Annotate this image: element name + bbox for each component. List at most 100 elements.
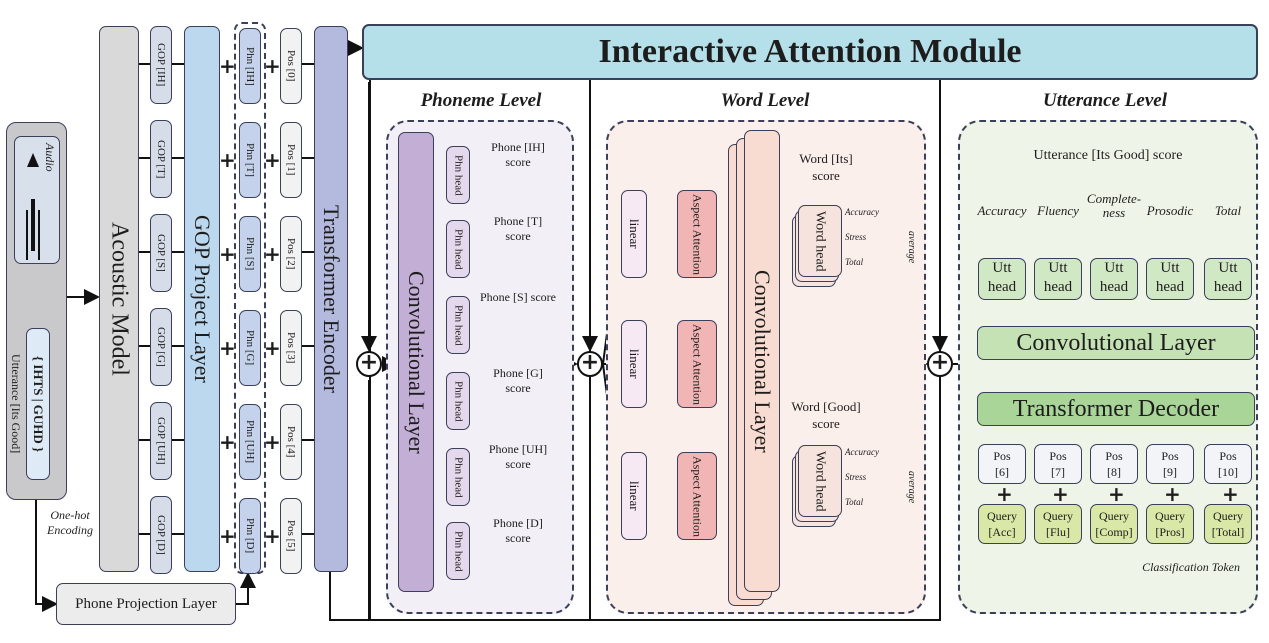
aspect-attention: Aspect Attention	[677, 320, 717, 408]
phone-embedding: Phn [S]	[239, 216, 261, 292]
plus-icon: +	[264, 54, 281, 78]
phn-head: Phn head	[446, 448, 470, 506]
audio-box[interactable]: Audio	[14, 136, 60, 264]
phoneme-sequence-box: { IHTS | GUHD }	[26, 328, 50, 480]
transformer-decoder-label: Transformer Decoder	[1012, 395, 1220, 422]
speaker-icon	[27, 153, 39, 167]
phone-score-label: Phone [G] score	[493, 366, 543, 395]
utt-head: Utt head	[978, 258, 1026, 300]
add-icon: +	[577, 351, 603, 377]
utterance-conv-layer: Convolutional Layer	[977, 326, 1255, 360]
word-aspect-label: Total	[845, 497, 864, 507]
word-aspect-label: Accuracy	[845, 207, 879, 217]
add-icon: +	[356, 351, 382, 377]
utterance-aspect-label: Fluency	[1037, 203, 1079, 218]
plus-icon: +	[219, 524, 236, 548]
word-conv-layer: Convolutional Layer	[744, 130, 780, 592]
gop-feature: GOP [G]	[150, 308, 172, 386]
average-label: average	[906, 230, 917, 264]
utterance-aspect-label: Prosodic	[1146, 203, 1194, 218]
phone-projection-label: Phone Projection Layer	[75, 595, 217, 612]
classification-token-label: Classification Token	[1142, 560, 1240, 574]
average-label: average	[906, 470, 917, 504]
query-token: Query [Pros]	[1146, 504, 1194, 544]
phn-head: Phn head	[446, 146, 470, 204]
plus-icon: +	[996, 482, 1013, 506]
query-token: Query [Flu]	[1034, 504, 1082, 544]
plus-icon: +	[1222, 482, 1239, 506]
interactive-attention-module: Interactive Attention Module	[362, 24, 1258, 80]
query-token: Query [Acc]	[978, 504, 1026, 544]
position-embedding: Pos [1]	[280, 122, 302, 198]
aspect-attention: Aspect Attention	[677, 452, 717, 540]
position-embedding: Pos [4]	[280, 404, 302, 480]
utterance-conv-label: Convolutional Layer	[1016, 329, 1216, 356]
position-embedding: Pos [0]	[280, 28, 302, 104]
gop-project-layer: GOP Project Layer	[184, 26, 220, 572]
phone-score-label: Phone [T] score	[493, 214, 543, 243]
word-head: Word head	[798, 205, 842, 277]
gop-feature: GOP [S]	[150, 214, 172, 292]
position-embedding: Pos [5]	[280, 498, 302, 574]
transformer-decoder: Transformer Decoder	[977, 392, 1255, 426]
utterance-position: Pos [8]	[1090, 444, 1138, 484]
phn-head: Phn head	[446, 522, 470, 580]
utterance-text: Utterance [Its Good]	[9, 354, 23, 454]
plus-icon: +	[219, 242, 236, 266]
utterance-position: Pos [7]	[1034, 444, 1082, 484]
gop-feature: GOP [IH]	[150, 26, 172, 104]
column-divider	[369, 80, 371, 620]
aspect-attention: Aspect Attention	[677, 190, 717, 278]
word-aspect-label: Total	[845, 257, 864, 267]
word-aspect-label: Stress	[845, 232, 867, 242]
utt-head: Utt head	[1034, 258, 1082, 300]
word-aspect-label: Accuracy	[845, 447, 879, 457]
position-embedding: Pos [2]	[280, 216, 302, 292]
module-title: Interactive Attention Module	[598, 33, 1022, 70]
query-token: Query [Comp]	[1090, 504, 1138, 544]
word-score-label: Word [Good] score	[791, 399, 861, 431]
linear-layer: linear	[621, 190, 647, 278]
phoneme-conv-layer: Convolutional Layer	[398, 132, 434, 592]
one-hot-label: One-hot Encoding	[47, 508, 93, 537]
transformer-encoder: Transformer Encoder	[314, 26, 348, 572]
utterance-position: Pos [6]	[978, 444, 1026, 484]
word-head: Word head	[798, 445, 842, 517]
phone-score-label: Phone [S] score	[480, 290, 556, 304]
phn-head: Phn head	[446, 220, 470, 278]
plus-icon: +	[264, 336, 281, 360]
phoneme-level-title: Phoneme Level	[420, 90, 542, 111]
plus-icon: +	[1164, 482, 1181, 506]
linear-layer: linear	[621, 320, 647, 408]
plus-icon: +	[264, 148, 281, 172]
phn-head: Phn head	[446, 372, 470, 430]
word-score-label: Word [Its] score	[799, 151, 853, 183]
gop-feature: GOP [UH]	[150, 402, 172, 480]
query-token: Query [Total]	[1204, 504, 1252, 544]
phone-score-label: Phone [UH] score	[488, 442, 548, 471]
phone-embedding: Phn [IH]	[239, 28, 261, 104]
plus-icon: +	[1052, 482, 1069, 506]
utterance-position: Pos [9]	[1146, 444, 1194, 484]
word-aspect-label: Stress	[845, 472, 867, 482]
phone-embedding: Phn [D]	[239, 498, 261, 574]
plus-icon: +	[264, 430, 281, 454]
word-level-title: Word Level	[720, 90, 810, 111]
plus-icon: +	[219, 430, 236, 454]
utterance-aspect-label: Complete-ness	[1086, 191, 1142, 220]
phone-embedding-group	[234, 22, 266, 574]
column-divider	[589, 80, 591, 620]
phone-score-label: Phone [D] score	[493, 516, 543, 545]
plus-icon: +	[264, 524, 281, 548]
plus-icon: +	[219, 148, 236, 172]
phone-projection-layer: Phone Projection Layer	[56, 583, 236, 625]
phn-head: Phn head	[446, 296, 470, 354]
utterance-position: Pos [10]	[1204, 444, 1252, 484]
gop-feature: GOP [D]	[150, 496, 172, 574]
column-divider	[939, 80, 941, 620]
audio-label: Audio	[43, 143, 57, 172]
plus-icon: +	[1108, 482, 1125, 506]
utt-head: Utt head	[1090, 258, 1138, 300]
utt-head: Utt head	[1146, 258, 1194, 300]
phoneme-sequence: { IHTS | GUHD }	[31, 355, 46, 453]
